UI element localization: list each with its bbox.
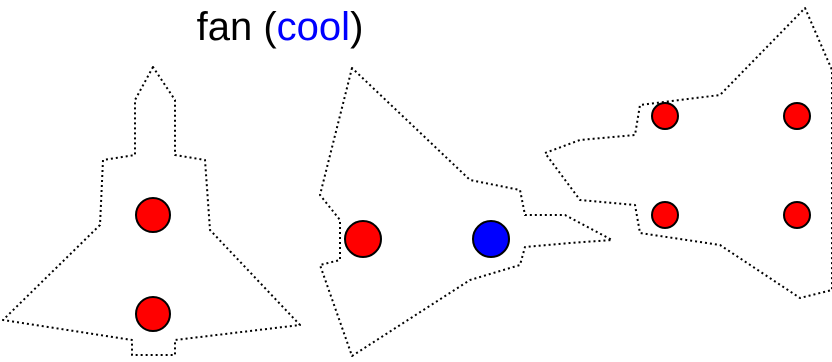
shape-middle-outline (319, 67, 613, 357)
shape-left (2, 66, 301, 356)
title-paren-close: ) (350, 5, 364, 49)
shape-right (544, 7, 832, 299)
title-main: fan (196, 5, 253, 49)
shape-middle (319, 67, 613, 357)
shape-middle-dot-hot (344, 220, 382, 258)
shape-middle-dot-cool (472, 220, 510, 258)
shape-left-dot-top (135, 197, 171, 233)
shape-right-dot-top-right (783, 102, 811, 130)
shape-left-outline (2, 66, 301, 356)
diagram-title: fan (cool) (0, 2, 560, 52)
shape-left-dot-bottom (135, 296, 171, 332)
title-highlight: cool (276, 5, 351, 49)
shape-right-outline (544, 7, 832, 299)
shape-right-dot-bottom-right (783, 201, 811, 229)
title-paren-open: ( (263, 5, 277, 49)
shape-right-dot-bottom-left (651, 201, 679, 229)
shape-right-dot-top-left (651, 102, 679, 130)
